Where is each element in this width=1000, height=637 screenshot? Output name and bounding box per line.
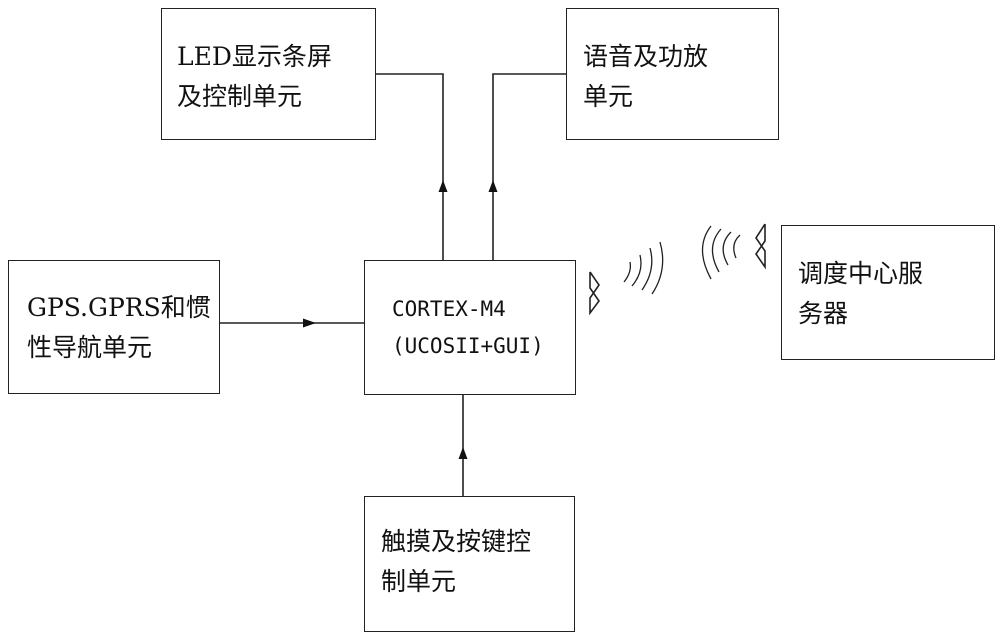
server-label-line2: 务器 — [798, 299, 849, 328]
touch-unit-label-line2: 制单元 — [381, 567, 457, 596]
gps-unit-label-line2: 性导航单元 — [27, 333, 153, 362]
arrow-to-audio — [488, 180, 498, 192]
audio-connector — [492, 73, 566, 260]
led-connector — [376, 73, 444, 260]
wireless-signal-icon — [701, 225, 741, 280]
dispatch-center-server: 调度中心服 务器 — [781, 225, 995, 360]
antenna-icon — [755, 223, 766, 270]
led-unit-label-line1: LED显示条屏 — [177, 42, 332, 71]
led-unit-label-line2: 及控制单元 — [177, 82, 303, 111]
touch-key-control-unit: 触摸及按键控 制单元 — [364, 496, 575, 632]
gps-gprs-navigation-unit: GPS.GPRS和惯 性导航单元 — [8, 260, 220, 394]
arrow-to-led — [438, 180, 448, 192]
wireless-signal-icon — [623, 241, 664, 295]
audio-unit-label-line1: 语音及功放 — [583, 42, 709, 71]
cortex-m4-controller: CORTEX-M4 (UCOSII+GUI) — [364, 260, 576, 395]
audio-unit-label-line2: 单元 — [583, 82, 634, 111]
cpu-label-line1: CORTEX-M4 — [392, 297, 506, 321]
gps-unit-label-line1: GPS.GPRS和惯 — [27, 293, 211, 322]
touch-unit-label-line1: 触摸及按键控 — [381, 527, 532, 556]
arrow-to-cpu-from-gps — [303, 318, 316, 328]
led-display-control-unit: LED显示条屏 及控制单元 — [161, 8, 376, 140]
antenna-icon — [589, 271, 600, 316]
server-label-line1: 调度中心服 — [798, 259, 924, 288]
cpu-label-line2: (UCOSII+GUI) — [392, 334, 544, 358]
voice-amplifier-unit: 语音及功放 单元 — [566, 8, 779, 140]
arrow-to-cpu-from-touch — [458, 447, 468, 459]
